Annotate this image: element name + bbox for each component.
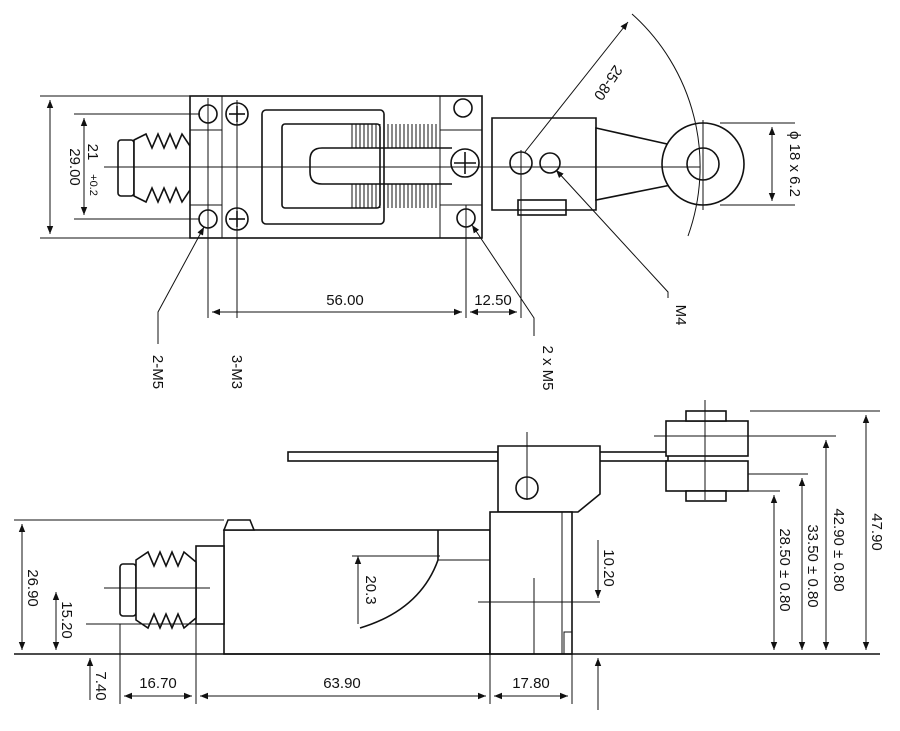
dim-plunger-length: 16.70 (139, 675, 177, 692)
side-lever-arm (287, 451, 499, 462)
dim-roller-bottom: 28.50 ± 0.80 (776, 528, 793, 611)
side-head-block (489, 511, 573, 655)
dim-base-offset: 7.40 (92, 671, 109, 700)
spring-hatching (351, 124, 441, 208)
mount-hole-right-top (453, 98, 473, 118)
side-roller (654, 400, 760, 502)
top-view: 29.00 21 +0.2 56.00 12.50 2-M5 3-M3 2 x … (40, 13, 803, 391)
dim-hole-pitch-21: 21 (84, 144, 101, 161)
dim-mount-spacing-56: 56.00 (326, 292, 364, 309)
dim-roller-center: 33.50 ± 0.80 (804, 524, 821, 607)
side-lever-head (497, 445, 601, 513)
dim-radius: 20.3 (362, 575, 379, 604)
dim-head-axis: 10.20 (600, 549, 617, 587)
dim-body-height: 26.90 (24, 569, 41, 607)
dim-height-29: 29.00 (66, 148, 83, 186)
dim-roller: ϕ 18 x 6.2 (786, 131, 803, 197)
dim-total-height: 47.90 (868, 513, 885, 551)
lever-hole-m4 (539, 152, 561, 174)
dim-body-length: 63.90 (323, 675, 361, 692)
label-2x-m5: 2 x M5 (539, 345, 556, 390)
label-m4: M4 (672, 305, 689, 326)
dim-plunger-axis: 15.20 (58, 601, 75, 639)
screw-m3-lever (450, 148, 480, 178)
dim-lever-length: 25-80 (590, 62, 626, 103)
dim-roller-top: 42.90 ± 0.80 (830, 508, 847, 591)
side-switch-body (223, 529, 491, 655)
side-view: 47.90 42.90 ± 0.80 33.50 ± 0.80 28.50 ± … (14, 400, 885, 710)
label-3-m3: 3-M3 (228, 355, 245, 389)
top-plunger-boot (117, 131, 191, 205)
dim-head-width: 17.80 (512, 675, 550, 692)
dim-lever-offset-12-50: 12.50 (474, 292, 512, 309)
dim-hole-pitch-tolerance: +0.2 (87, 174, 99, 196)
label-2-m5: 2-M5 (149, 355, 166, 389)
side-plunger-boot (119, 549, 197, 631)
